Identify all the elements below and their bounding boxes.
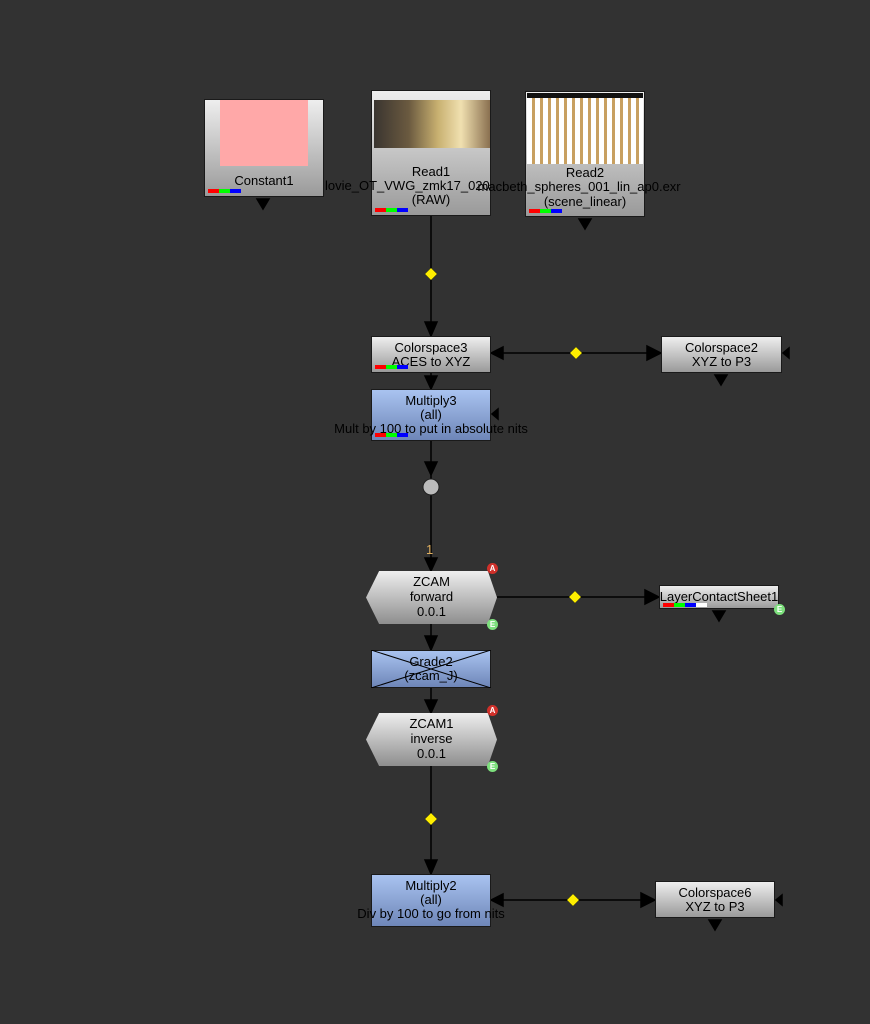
colorspace-label: (scene_linear) bbox=[543, 194, 627, 209]
node-sublabel: forward bbox=[409, 589, 454, 604]
node-label: Colorspace3 bbox=[394, 340, 468, 355]
node-label: ZCAM1 bbox=[409, 716, 454, 731]
node-multiply3[interactable]: Multiply3 (all) Mult by 100 to put in ab… bbox=[334, 389, 528, 441]
arrow-head bbox=[423, 557, 439, 573]
node-grade2-disabled[interactable]: Grade2 (zcam_J) bbox=[371, 650, 491, 688]
arrow-head bbox=[423, 461, 439, 477]
node-sublabel: (zcam_J) bbox=[404, 668, 458, 683]
read2-thumbnail bbox=[527, 93, 643, 164]
node-constant1[interactable]: Constant1 bbox=[204, 99, 324, 197]
output-arrow bbox=[713, 374, 729, 387]
expression-dot bbox=[424, 267, 438, 281]
colorspace-label: (RAW) bbox=[411, 192, 451, 207]
expression-badge-icon: E bbox=[487, 761, 498, 772]
output-arrow bbox=[711, 610, 727, 623]
node-label: Constant1 bbox=[234, 173, 294, 188]
node-sublabel: inverse bbox=[410, 731, 453, 746]
arrow-head bbox=[423, 699, 439, 715]
node-label: Colorspace6 bbox=[678, 885, 752, 900]
node-zcam[interactable]: ZCAM forward 0.0.1 bbox=[366, 571, 497, 624]
output-arrow bbox=[255, 198, 271, 211]
node-version: 0.0.1 bbox=[417, 746, 446, 761]
file-label: macbeth_spheres_001_lin_ap0.exr bbox=[477, 179, 681, 194]
expression-dot bbox=[566, 893, 580, 907]
animated-badge-icon: A bbox=[487, 563, 498, 574]
node-note: Mult by 100 to put in absolute nits bbox=[334, 421, 528, 436]
node-label: LayerContactSheet1 bbox=[659, 589, 779, 604]
expression-badge-icon: E bbox=[774, 604, 785, 615]
node-layer-contact-sheet1[interactable]: LayerContactSheet1 bbox=[659, 585, 779, 609]
input-number-label: 1 bbox=[426, 542, 434, 557]
node-label: Grade2 bbox=[409, 654, 453, 669]
channel-indicator bbox=[375, 433, 408, 437]
arrow-head bbox=[646, 344, 663, 362]
node-read2[interactable]: Read2 macbeth_spheres_001_lin_ap0.exr (s… bbox=[478, 91, 681, 217]
disabled-cross-icon bbox=[371, 650, 491, 688]
file-label: lovie_OT_VWG_zmk17_020 bbox=[325, 178, 490, 193]
arrow-head bbox=[489, 345, 504, 361]
constant-thumbnail bbox=[220, 100, 308, 166]
channel-indicator bbox=[375, 365, 408, 369]
arrow-head bbox=[423, 375, 439, 391]
node-read1[interactable]: Read1 lovie_OT_VWG_zmk17_020 (RAW) bbox=[325, 90, 491, 216]
node-label: Multiply3 bbox=[405, 393, 457, 408]
channel-indicator bbox=[529, 209, 562, 213]
node-label: Read2 bbox=[565, 165, 605, 180]
arrow-head bbox=[423, 635, 439, 652]
animated-badge-icon: A bbox=[487, 705, 498, 716]
mask-input-arrow bbox=[774, 893, 783, 907]
output-arrow bbox=[707, 919, 723, 932]
mask-input-arrow bbox=[490, 407, 499, 421]
output-arrow bbox=[577, 218, 593, 231]
node-multiply2[interactable]: Multiply2 (all) Div by 100 to go from ni… bbox=[357, 874, 505, 927]
node-version: 0.0.1 bbox=[417, 604, 446, 619]
node-label: Multiply2 bbox=[405, 878, 457, 893]
expression-dot bbox=[569, 346, 583, 360]
dot-node bbox=[422, 478, 440, 496]
node-sublabel: XYZ to P3 bbox=[691, 354, 752, 369]
arrow-head bbox=[489, 892, 504, 908]
mask-input-arrow bbox=[781, 346, 790, 360]
arrow-head bbox=[640, 891, 657, 909]
arrow-head bbox=[423, 321, 439, 338]
expression-dot bbox=[568, 590, 582, 604]
node-label: Colorspace2 bbox=[685, 340, 758, 355]
node-colorspace3[interactable]: Colorspace3 ACES to XYZ bbox=[371, 336, 491, 373]
channel-indicator bbox=[375, 208, 408, 212]
expression-badge-icon: E bbox=[487, 619, 498, 630]
node-sublabel: (all) bbox=[420, 407, 442, 422]
node-note: Div by 100 to go from nits bbox=[357, 906, 505, 921]
channel-indicator bbox=[663, 603, 707, 607]
node-colorspace2[interactable]: Colorspace2 XYZ to P3 bbox=[661, 336, 782, 373]
channel-indicator bbox=[208, 189, 241, 193]
node-sublabel: ACES to XYZ bbox=[391, 354, 471, 369]
node-label: ZCAM bbox=[413, 574, 450, 589]
node-colorspace6[interactable]: Colorspace6 XYZ to P3 bbox=[655, 881, 775, 918]
arrow-head bbox=[423, 859, 439, 876]
node-sublabel: XYZ to P3 bbox=[685, 899, 745, 914]
node-zcam1[interactable]: ZCAM1 inverse 0.0.1 bbox=[366, 713, 497, 766]
arrow-head bbox=[644, 588, 661, 606]
node-label: Read1 bbox=[411, 164, 451, 179]
expression-dot bbox=[424, 812, 438, 826]
node-sublabel: (all) bbox=[420, 892, 442, 907]
read1-thumbnail bbox=[374, 100, 490, 148]
